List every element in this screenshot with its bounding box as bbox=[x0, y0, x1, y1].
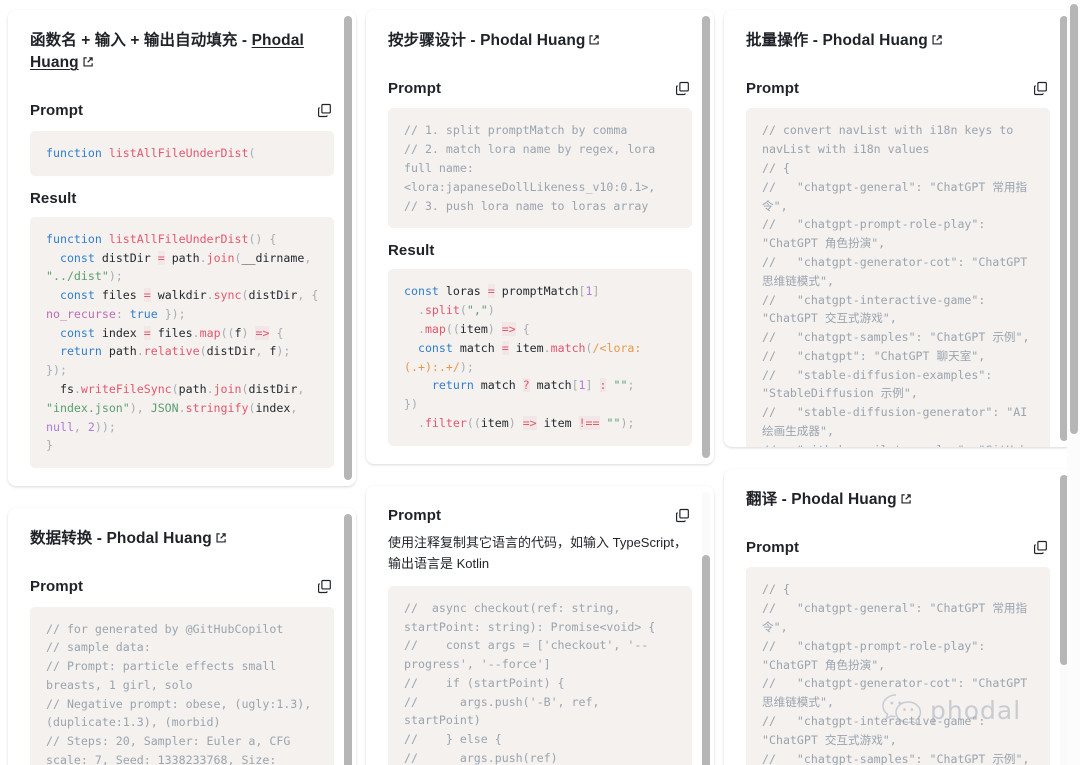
card-title-text: 数据转换 - bbox=[30, 530, 107, 548]
external-link-icon[interactable] bbox=[931, 34, 943, 46]
prompt-label: Prompt bbox=[30, 102, 84, 120]
card-title-link[interactable]: Phodal Huang bbox=[106, 530, 212, 548]
external-link-icon[interactable] bbox=[900, 493, 912, 505]
result-section-header: Result bbox=[388, 242, 692, 259]
prompt-card: 批量操作 - Phodal Huang Prompt // convert na… bbox=[724, 10, 1072, 447]
card-title-link[interactable]: Phodal Huang bbox=[480, 32, 586, 49]
prompt-section-header: Prompt bbox=[30, 101, 334, 121]
result-code-block: const loras = promptMatch[1] .split(",")… bbox=[388, 269, 692, 446]
card-title: 函数名 + 输入 + 输出自动填充 - Phodal Huang bbox=[30, 30, 334, 75]
prompt-section-header: Prompt bbox=[746, 537, 1050, 557]
card-scrollbar[interactable] bbox=[702, 491, 710, 765]
prompt-label: Prompt bbox=[388, 507, 442, 525]
external-link-icon[interactable] bbox=[215, 532, 227, 544]
prompt-label: Prompt bbox=[746, 79, 800, 97]
card-title: 翻译 - Phodal Huang bbox=[746, 489, 1050, 511]
card-title-text: 翻译 - bbox=[746, 491, 792, 508]
prompt-code-block: // for generated by @GitHubCopilot // sa… bbox=[30, 606, 334, 765]
result-label: Result bbox=[30, 189, 77, 207]
prompt-description: 使用注释复制其它语言的代码，如输入 TypeScript，输出语言是 Kotli… bbox=[388, 534, 688, 571]
card-title-link[interactable]: Phodal Huang bbox=[791, 491, 897, 508]
prompt-code-block: function listAllFileUnderDist( bbox=[30, 130, 334, 176]
prompt-section-header: Prompt bbox=[30, 577, 334, 597]
copy-icon[interactable] bbox=[314, 101, 334, 121]
card-title-link[interactable]: Phodal Huang bbox=[30, 32, 304, 72]
card-title: 数据转换 - Phodal Huang bbox=[30, 528, 334, 550]
prompt-code-block: // { // "chatgpt-general": "ChatGPT 常用指令… bbox=[746, 567, 1050, 765]
prompt-section-header: Prompt bbox=[388, 506, 692, 526]
prompt-code-block: // convert navList with i18n keys to nav… bbox=[746, 108, 1050, 447]
grid-column-3: 批量操作 - Phodal Huang Prompt // convert na… bbox=[724, 10, 1072, 765]
card-title-text: 函数名 + 输入 + 输出自动填充 - bbox=[30, 32, 252, 49]
prompt-label: Prompt bbox=[30, 578, 84, 596]
copy-icon[interactable] bbox=[672, 78, 692, 98]
result-label: Result bbox=[388, 242, 435, 260]
prompt-card: Prompt 使用注释复制其它语言的代码，如输入 TypeScript，输出语言… bbox=[366, 485, 714, 765]
grid-column-1: 函数名 + 输入 + 输出自动填充 - Phodal Huang Prompt … bbox=[8, 10, 356, 765]
prompt-card: 按步骤设计 - Phodal Huang Prompt // 1. split … bbox=[366, 10, 714, 464]
page-scrollbar-thumb[interactable] bbox=[1070, 4, 1078, 434]
card-scrollbar[interactable] bbox=[344, 16, 352, 481]
copy-icon[interactable] bbox=[672, 506, 692, 526]
card-title: 批量操作 - Phodal Huang bbox=[746, 30, 1050, 52]
result-code-block: function listAllFileUnderDist() { const … bbox=[30, 216, 334, 469]
card-scrollbar[interactable] bbox=[344, 514, 352, 765]
external-link-icon[interactable] bbox=[82, 56, 94, 68]
prompt-label: Prompt bbox=[746, 538, 800, 556]
card-scrollbar[interactable] bbox=[702, 16, 710, 458]
grid-column-2: 按步骤设计 - Phodal Huang Prompt // 1. split … bbox=[366, 10, 714, 765]
card-title: 按步骤设计 - Phodal Huang bbox=[388, 30, 692, 52]
prompt-card: 数据转换 - Phodal Huang Prompt // for genera… bbox=[8, 508, 356, 765]
external-link-icon[interactable] bbox=[588, 34, 600, 46]
prompt-card: 函数名 + 输入 + 输出自动填充 - Phodal Huang Prompt … bbox=[8, 10, 356, 487]
card-title-text: 按步骤设计 - bbox=[388, 32, 481, 49]
prompt-code-block: // 1. split promptMatch by comma // 2. m… bbox=[388, 108, 692, 229]
prompt-section-header: Prompt bbox=[746, 78, 1050, 98]
copy-icon[interactable] bbox=[1030, 78, 1050, 98]
prompt-card: 翻译 - Phodal Huang Prompt // { // "chatgp… bbox=[724, 469, 1072, 765]
card-scrollbar[interactable] bbox=[1060, 16, 1068, 441]
card-scrollbar[interactable] bbox=[1060, 475, 1068, 765]
prompt-code-block: // async checkout(ref: string, startPoin… bbox=[388, 585, 692, 765]
copy-icon[interactable] bbox=[314, 577, 334, 597]
card-title-text: 批量操作 - bbox=[746, 32, 823, 49]
copy-icon[interactable] bbox=[1030, 537, 1050, 557]
card-title-link[interactable]: Phodal Huang bbox=[822, 32, 928, 49]
page-scrollbar[interactable] bbox=[1067, 0, 1080, 765]
prompt-label: Prompt bbox=[388, 79, 442, 97]
prompt-section-header: Prompt bbox=[388, 78, 692, 98]
result-section-header: Result bbox=[30, 190, 334, 207]
